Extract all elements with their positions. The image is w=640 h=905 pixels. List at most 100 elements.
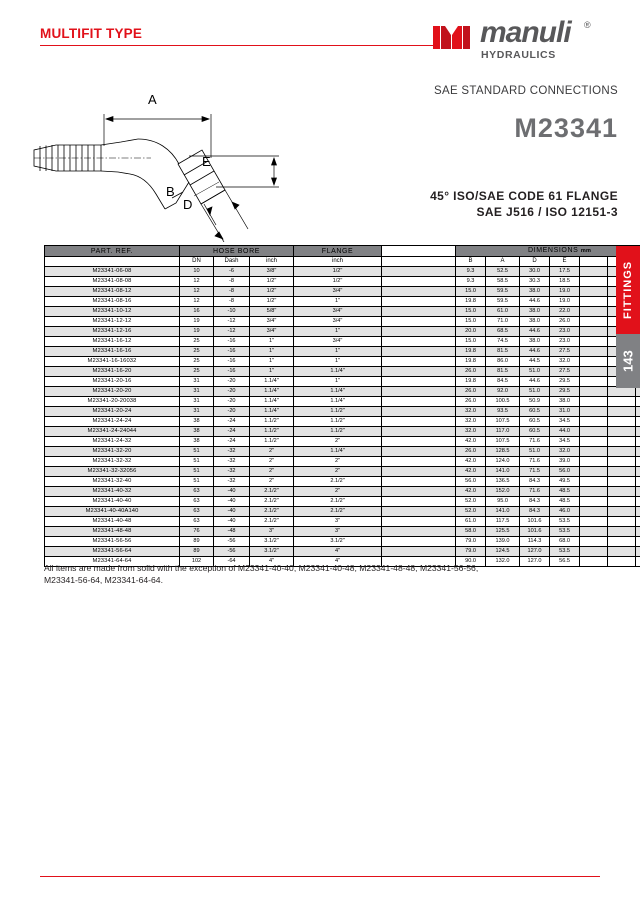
cell-dn: 63 bbox=[179, 516, 214, 527]
cell-part: M23341-20-16 bbox=[44, 376, 180, 387]
cell-e: 27.5 bbox=[549, 366, 581, 377]
cell-part: M23341-56-56 bbox=[44, 536, 180, 547]
cell-flange: 1/2" bbox=[293, 266, 383, 277]
cell-empty bbox=[381, 486, 457, 497]
sub-header-flange-inch: inch bbox=[293, 256, 383, 267]
side-tab-section: FITTINGS bbox=[616, 246, 640, 334]
cell-e: 26.0 bbox=[549, 316, 581, 327]
footnote-line1: All items are made from solid with the e… bbox=[44, 563, 479, 573]
cell-flange: 1" bbox=[293, 376, 383, 387]
cell-dash: -24 bbox=[213, 416, 250, 427]
cell-dn: 12 bbox=[179, 286, 214, 297]
cell-empty bbox=[607, 476, 637, 487]
cell-e: 44.0 bbox=[549, 426, 581, 437]
cell-empty bbox=[635, 396, 640, 407]
cell-dash: -8 bbox=[213, 296, 250, 307]
cell-flange: 2" bbox=[293, 436, 383, 447]
cell-part: M23341-24-32 bbox=[44, 436, 180, 447]
cell-dn: 25 bbox=[179, 366, 214, 377]
cell-flange: 2" bbox=[293, 456, 383, 467]
footnote: All items are made from solid with the e… bbox=[44, 562, 589, 586]
cell-flange: 1.1/2" bbox=[293, 416, 383, 427]
product-code: M23341 bbox=[514, 113, 618, 143]
cell-empty bbox=[579, 486, 609, 497]
cell-e: 23.0 bbox=[549, 336, 581, 347]
cell-empty bbox=[579, 446, 609, 457]
cell-dn: 31 bbox=[179, 396, 214, 407]
cell-empty bbox=[381, 286, 457, 297]
cell-empty bbox=[635, 546, 640, 557]
cell-dn: 63 bbox=[179, 496, 214, 507]
sub-header-d: D bbox=[519, 256, 551, 267]
cell-flange: 1.1/4" bbox=[293, 386, 383, 397]
footnote-line2: M23341-56-64, M23341-64-64. bbox=[44, 575, 163, 585]
cell-e: 38.0 bbox=[549, 396, 581, 407]
cell-e: 32.0 bbox=[549, 446, 581, 457]
cell-dash: -12 bbox=[213, 326, 250, 337]
cell-empty bbox=[579, 276, 609, 287]
cell-empty bbox=[381, 436, 457, 447]
cell-empty bbox=[607, 406, 637, 417]
cell-empty bbox=[381, 326, 457, 337]
cell-empty bbox=[381, 516, 457, 527]
cell-bore: 2.1/2" bbox=[248, 496, 295, 507]
cell-e: 29.5 bbox=[549, 376, 581, 387]
cell-empty bbox=[579, 286, 609, 297]
sub-header-spacer bbox=[381, 256, 457, 267]
cell-b: 19.8 bbox=[455, 356, 487, 367]
cell-e: 22.0 bbox=[549, 306, 581, 317]
cell-b: 58.0 bbox=[455, 526, 487, 537]
cell-dash: -24 bbox=[213, 436, 250, 447]
cell-dash: -32 bbox=[213, 456, 250, 467]
cell-flange: 1" bbox=[293, 296, 383, 307]
cell-dash: -10 bbox=[213, 306, 250, 317]
cell-e: 49.5 bbox=[549, 476, 581, 487]
cell-bore: 1" bbox=[248, 366, 295, 377]
cell-bore: 3/8" bbox=[248, 266, 295, 277]
drawing-label-a: A bbox=[148, 92, 157, 107]
cell-d: 38.0 bbox=[519, 316, 551, 327]
cell-empty bbox=[579, 366, 609, 377]
cell-bore: 4" bbox=[248, 556, 295, 567]
cell-dn: 19 bbox=[179, 326, 214, 337]
drawing-label-e: E bbox=[202, 154, 211, 169]
cell-d: 60.5 bbox=[519, 416, 551, 427]
cell-a: 58.5 bbox=[485, 276, 521, 287]
cell-flange: 1.1/4" bbox=[293, 396, 383, 407]
cell-a: 124.0 bbox=[485, 456, 521, 467]
cell-dash: -16 bbox=[213, 336, 250, 347]
cell-empty bbox=[607, 526, 637, 537]
cell-e: 34.5 bbox=[549, 436, 581, 447]
cell-empty bbox=[579, 346, 609, 357]
cell-d: 51.0 bbox=[519, 386, 551, 397]
group-header-flange: FLANGE bbox=[293, 245, 383, 257]
product-description: 45° ISO/SAE CODE 61 FLANGE SAE J516 / IS… bbox=[430, 188, 618, 220]
cell-bore: 3.1/2" bbox=[248, 536, 295, 547]
cell-dash: -40 bbox=[213, 506, 250, 517]
cell-flange: 1" bbox=[293, 326, 383, 337]
cell-empty bbox=[607, 556, 637, 567]
cell-empty bbox=[381, 346, 457, 357]
group-header-hose-bore: HOSE BORE bbox=[178, 245, 295, 257]
cell-empty bbox=[579, 266, 609, 277]
group-header-part-ref: PART. REF. bbox=[44, 245, 180, 257]
cell-dn: 31 bbox=[179, 376, 214, 387]
cell-dn: 76 bbox=[179, 526, 214, 537]
cell-a: 59.5 bbox=[485, 296, 521, 307]
cell-dn: 63 bbox=[179, 486, 214, 497]
cell-b: 79.0 bbox=[455, 536, 487, 547]
sae-standard-connections-label: SAE STANDARD CONNECTIONS bbox=[434, 85, 618, 97]
cell-empty bbox=[579, 316, 609, 327]
manuli-subtitle: HYDRAULICS bbox=[481, 49, 556, 61]
cell-e: 56.0 bbox=[549, 466, 581, 477]
cell-empty bbox=[381, 506, 457, 517]
